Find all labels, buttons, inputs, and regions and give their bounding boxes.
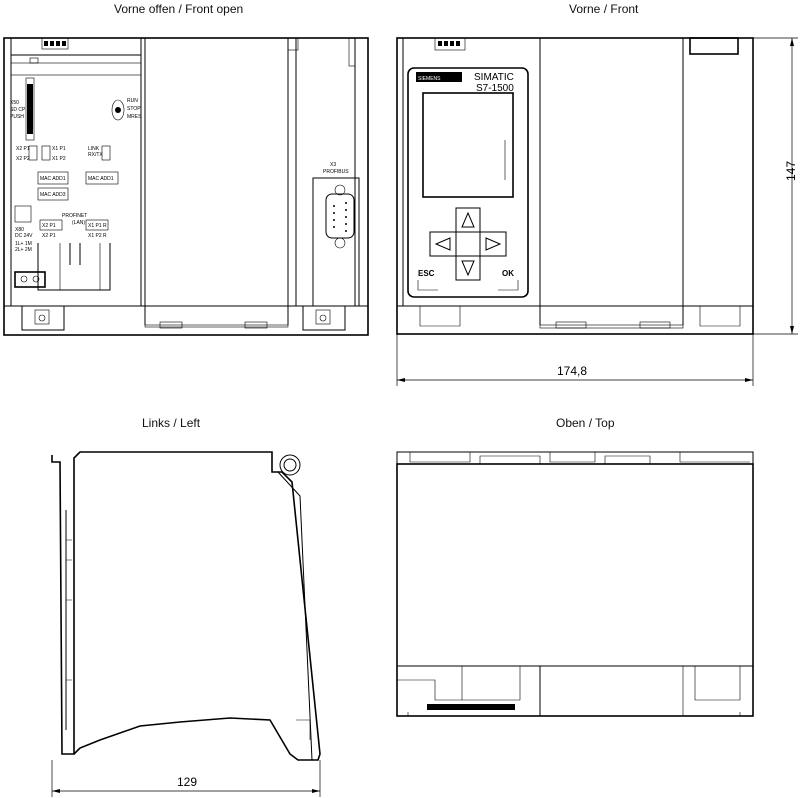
svg-text:X1 P1: X1 P1	[52, 146, 66, 152]
front-open-view-title: Vorne offen / Front open	[114, 2, 244, 16]
svg-text:MAC ADD1: MAC ADD1	[88, 176, 114, 182]
front-view-title: Vorne / Front	[569, 2, 639, 16]
front-view: SIEMENS SIMATIC S7-1500 ESC OK 147 174,8	[396, 37, 798, 386]
svg-text:MAC ADD1: MAC ADD1	[40, 176, 66, 182]
depth-dimension: 129	[177, 775, 197, 789]
svg-text:PROFINET: PROFINET	[62, 213, 87, 219]
svg-text:(LAN): (LAN)	[72, 220, 85, 226]
width-dimension: 174,8	[557, 364, 587, 378]
svg-text:X2 P1: X2 P1	[42, 223, 56, 229]
svg-text:MAC ADD3: MAC ADD3	[40, 192, 66, 198]
svg-text:X2 P2: X2 P2	[16, 156, 30, 162]
product-line-label: SIMATIC	[474, 72, 514, 83]
svg-text:X1 P2: X1 P2	[52, 156, 66, 162]
front-open-view: X50 SD CP PUSH RUN STOP MRES X2 P1 X2 P2…	[3, 37, 369, 336]
svg-text:MRES: MRES	[127, 114, 142, 120]
svg-text:PUSH: PUSH	[10, 114, 24, 120]
svg-text:2L+ 2M: 2L+ 2M	[15, 247, 32, 253]
svg-text:SD CP: SD CP	[10, 107, 26, 113]
down-arrow-icon	[461, 260, 475, 277]
ok-key[interactable]: OK	[502, 269, 514, 278]
svg-text:STOP: STOP	[127, 106, 141, 112]
left-view: 129	[51, 451, 321, 797]
model-label: S7-1500	[476, 83, 514, 94]
svg-text:X2 P1: X2 P1	[16, 146, 30, 152]
svg-text:X1 P2 R: X1 P2 R	[88, 233, 107, 239]
up-arrow-icon	[461, 211, 475, 228]
right-arrow-icon	[485, 237, 502, 251]
svg-text:RUN: RUN	[127, 98, 138, 104]
height-dimension: 147	[784, 161, 798, 181]
top-view	[396, 451, 754, 717]
svg-text:X1 P1 R: X1 P1 R	[88, 223, 107, 229]
left-view-title: Links / Left	[142, 416, 201, 430]
svg-text:X80: X80	[15, 227, 24, 233]
svg-text:PROFIBUS: PROFIBUS	[323, 169, 349, 175]
left-key[interactable]	[429, 231, 457, 257]
up-key[interactable]	[455, 207, 481, 233]
svg-text:RX/TX: RX/TX	[88, 152, 103, 158]
top-view-title: Oben / Top	[556, 416, 615, 430]
svg-text:1L+ 1M: 1L+ 1M	[15, 241, 32, 247]
right-key[interactable]	[479, 231, 507, 257]
svg-text:LINK: LINK	[88, 146, 100, 152]
esc-key[interactable]: ESC	[418, 269, 435, 278]
brand-logo: SIEMENS	[418, 76, 441, 82]
svg-text:X50: X50	[10, 100, 19, 106]
svg-text:DC 24V: DC 24V	[15, 233, 33, 239]
svg-text:X3: X3	[330, 162, 336, 168]
left-arrow-icon	[434, 237, 451, 251]
down-key[interactable]	[455, 255, 481, 281]
svg-text:X2 P1: X2 P1	[42, 233, 56, 239]
